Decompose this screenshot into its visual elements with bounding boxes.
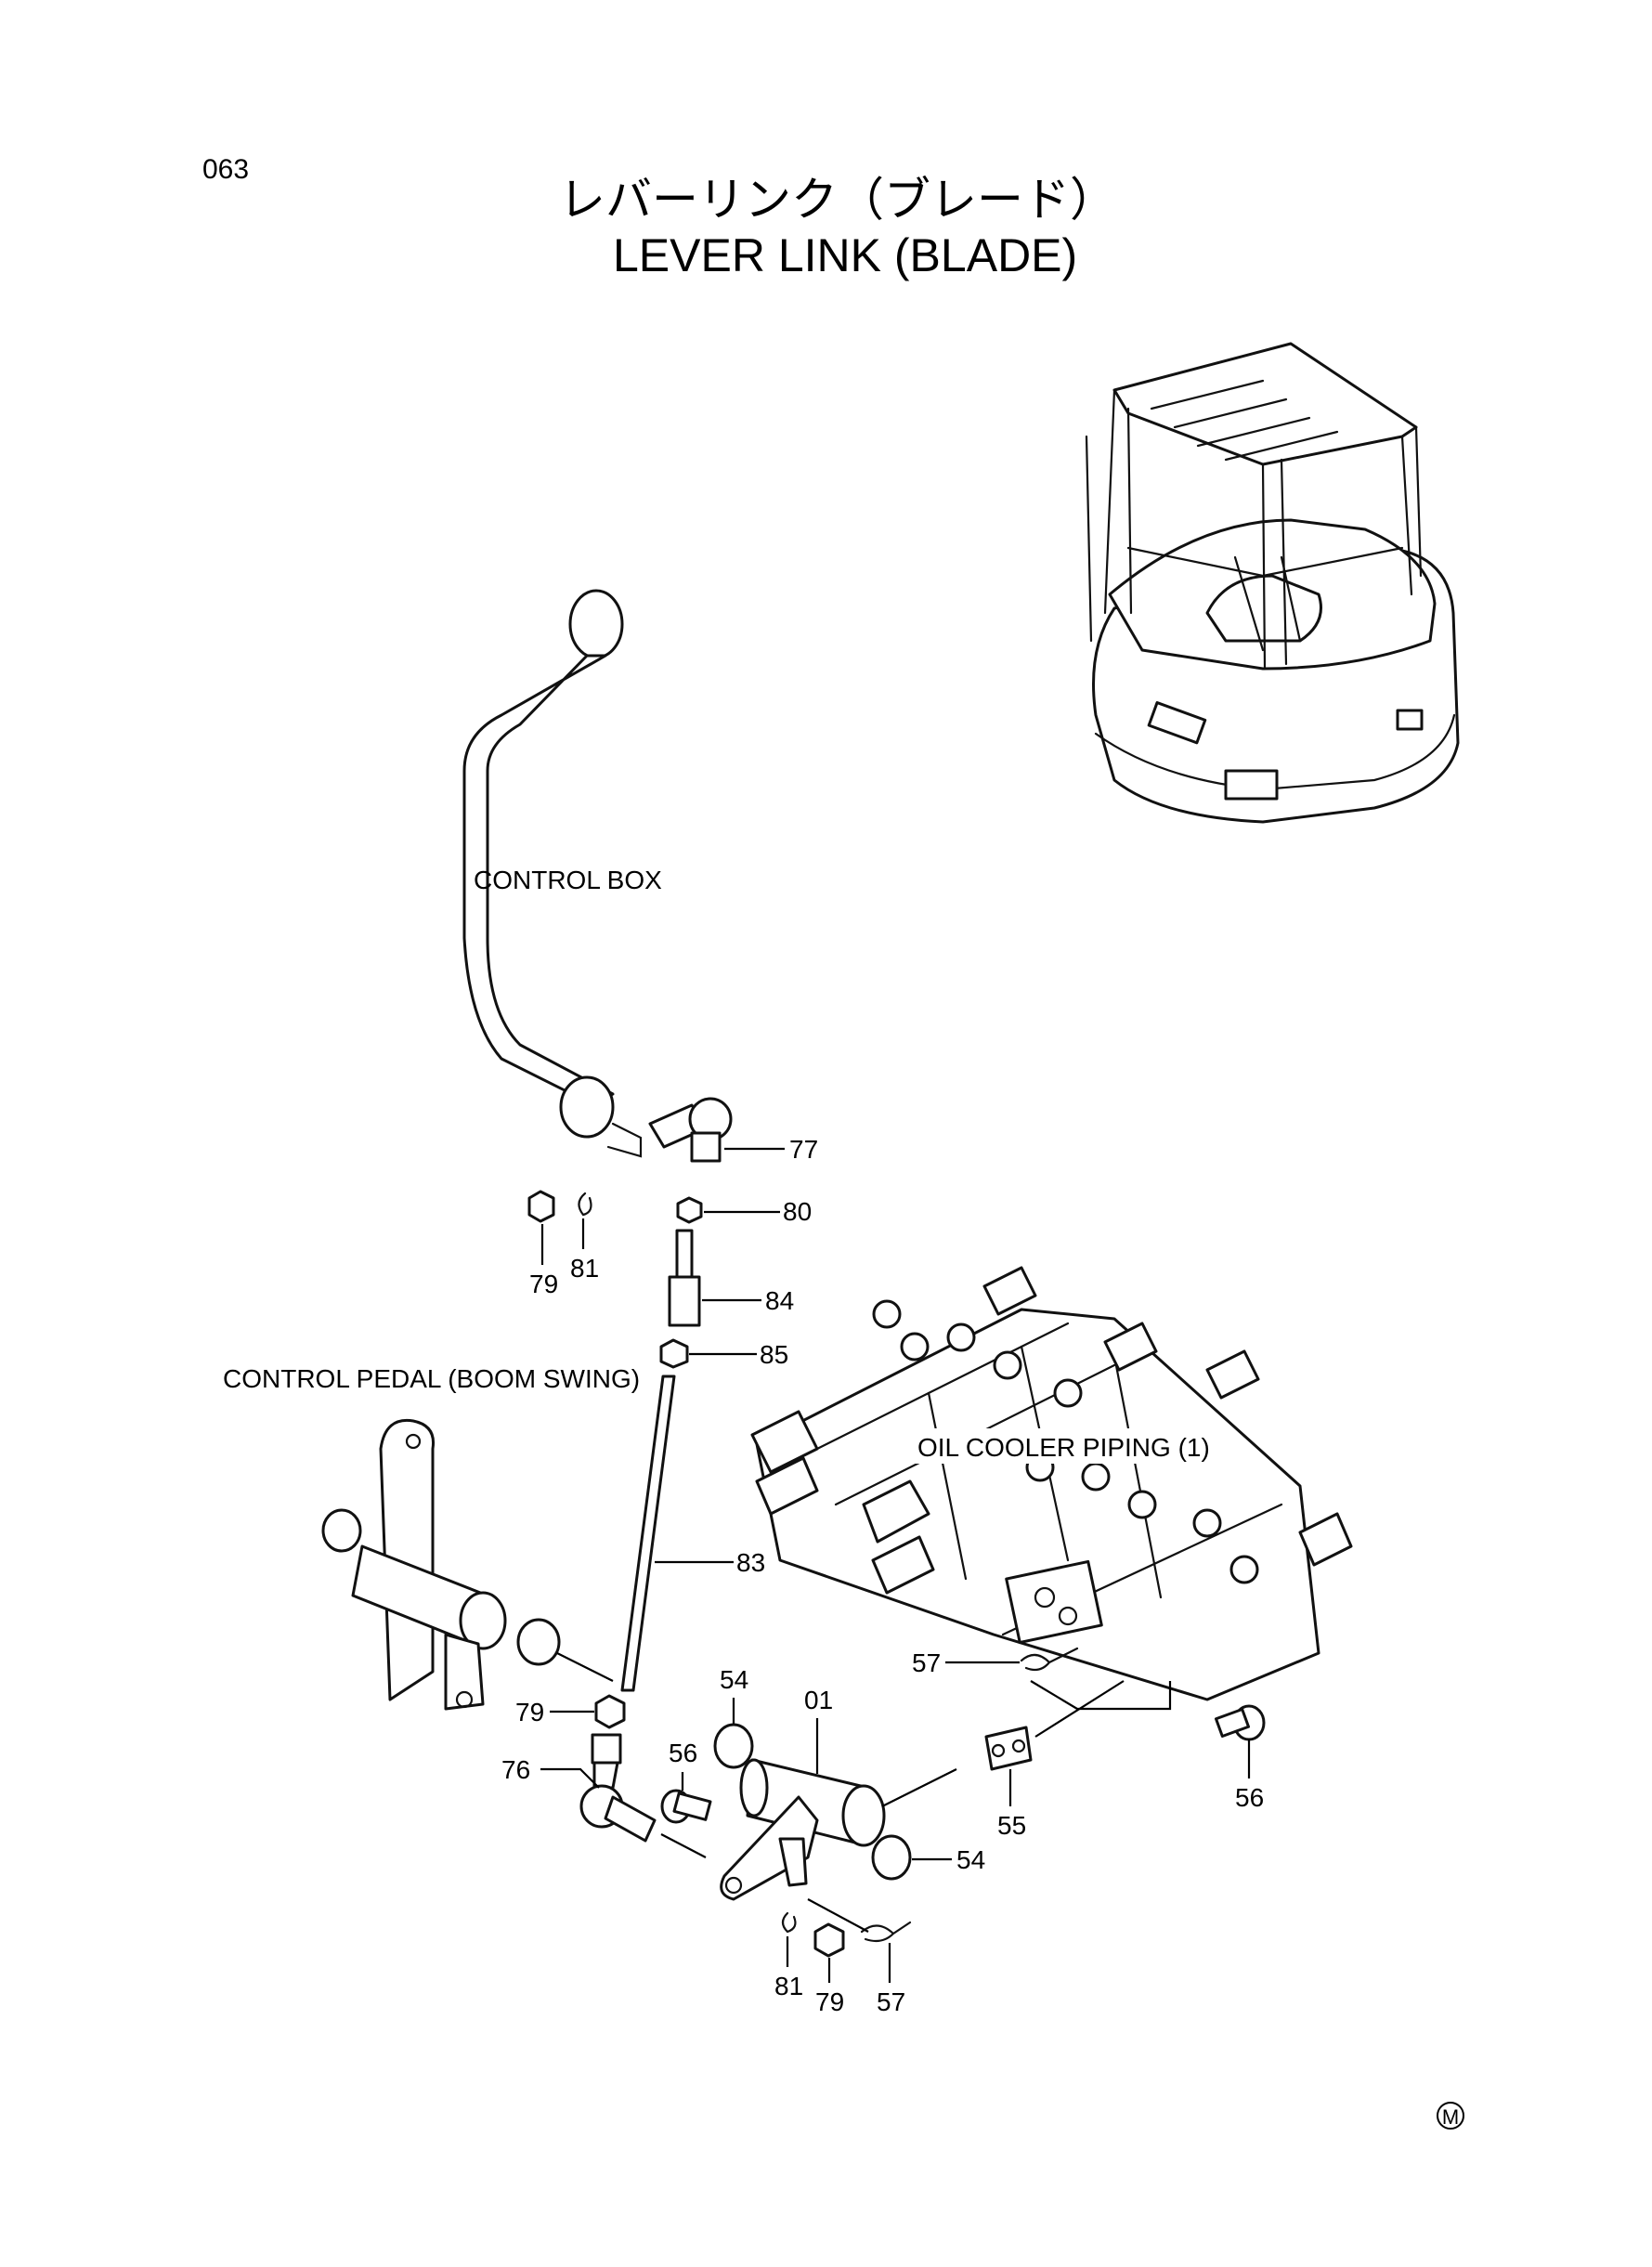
label-control-box: CONTROL BOX: [474, 866, 662, 894]
excavator-overview: [1085, 342, 1460, 824]
callout-81-top: 81: [570, 1254, 599, 1283]
mark-letter: M: [1442, 2105, 1459, 2129]
part-79-nut-mid: [594, 1694, 626, 1729]
callout-85: 85: [760, 1340, 788, 1369]
part-79-nut-bottom: [813, 1922, 845, 1958]
part-56-pin-right: [1214, 1704, 1266, 1741]
part-57-split-pin-right: [1020, 1647, 1079, 1672]
part-55-plate: [984, 1726, 1033, 1771]
callout-81-bottom: 81: [774, 1972, 803, 2000]
callout-54-right: 54: [956, 1845, 985, 1874]
callout-79-mid: 79: [515, 1698, 544, 1726]
title-japanese: レバーリンク（ブレード）: [559, 174, 1116, 226]
title-english: LEVER LINK (BLADE): [613, 229, 1077, 281]
part-57-split-pin-bottom: [860, 1921, 912, 1943]
part-80-nut: [676, 1196, 703, 1224]
part-83-rod: [620, 1375, 676, 1692]
control-lever: [462, 589, 643, 1158]
callout-56-left: 56: [669, 1739, 697, 1767]
circled-m-mark: M: [1437, 2102, 1464, 2130]
callout-01: 01: [804, 1686, 833, 1714]
part-54-bushing-top: [713, 1723, 754, 1769]
callout-77: 77: [789, 1135, 818, 1164]
control-pedal: [321, 1418, 561, 1711]
callout-83: 83: [736, 1548, 765, 1577]
callout-79-bottom: 79: [815, 1987, 844, 2016]
part-81-clip-bottom: [781, 1911, 797, 1934]
part-54-bushing-right: [871, 1834, 912, 1881]
callout-80: 80: [783, 1197, 812, 1226]
callout-57-right: 57: [912, 1648, 941, 1677]
control-valve-block: [750, 1266, 1353, 1701]
part-84-adjuster: [668, 1229, 701, 1327]
part-79-nut-top: [527, 1190, 555, 1223]
callout-57-bottom: 57: [877, 1987, 905, 2016]
callout-55: 55: [997, 1811, 1026, 1840]
callout-76: 76: [501, 1755, 530, 1784]
callout-54-top: 54: [720, 1665, 748, 1694]
callout-56-right: 56: [1235, 1783, 1264, 1812]
callout-84: 84: [765, 1286, 794, 1315]
part-76-ball-joint: [579, 1733, 657, 1843]
label-oil-cooler-piping: OIL COOLER PIPING (1): [917, 1433, 1210, 1462]
part-85-nut: [659, 1338, 689, 1369]
callout-79-top: 79: [529, 1270, 558, 1298]
label-control-pedal: CONTROL PEDAL (BOOM SWING): [223, 1364, 640, 1393]
part-81-clip-top: [578, 1192, 592, 1217]
page-number: 063: [202, 154, 249, 185]
part-01-shaft-lever: [720, 1758, 886, 1901]
part-77-ball-joint: [648, 1097, 733, 1163]
part-56-pin-left: [660, 1789, 712, 1824]
